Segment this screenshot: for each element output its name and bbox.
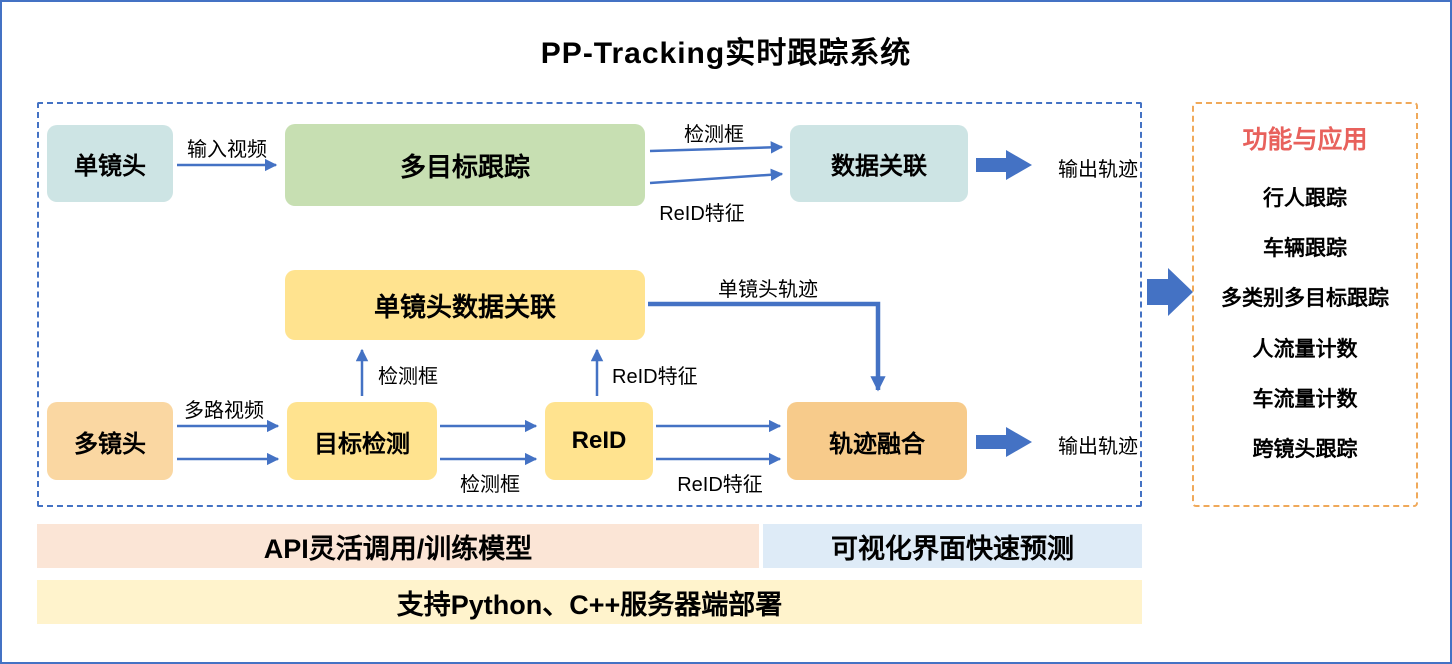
features-panel: 功能与应用 行人跟踪 车辆跟踪 多类别多目标跟踪 人流量计数 车流量计数 跨镜头… [1192, 102, 1418, 507]
label-single-camera-trajectory: 单镜头轨迹 [718, 279, 818, 301]
label-detection-box-vertical: 检测框 [378, 366, 438, 388]
label-multi-video: 多路视频 [184, 400, 264, 422]
node-data-association: 数据关联 [790, 125, 968, 202]
label-output-trajectory-bottom: 输出轨迹 [1058, 436, 1138, 458]
node-single-camera-data-association: 单镜头数据关联 [285, 270, 645, 340]
feature-item-vehicle-counting: 车流量计数 [1252, 387, 1358, 411]
feature-item-people-counting: 人流量计数 [1252, 337, 1358, 361]
label-reid-feature-top: ReID特征 [659, 203, 745, 225]
feature-item-cross-camera-tracking: 跨镜头跟踪 [1252, 437, 1358, 461]
page-title: PP-Tracking实时跟踪系统 [540, 37, 912, 70]
node-single-camera: 单镜头 [47, 125, 173, 202]
block-arrow-to-features [1147, 268, 1193, 316]
bar-deployment-support: 支持Python、C++服务器端部署 [37, 580, 1142, 624]
features-title: 功能与应用 [1242, 126, 1368, 154]
label-output-trajectory-top: 输出轨迹 [1058, 159, 1138, 181]
label-input-video: 输入视频 [187, 139, 267, 161]
bar-visualization-predict: 可视化界面快速预测 [763, 524, 1142, 568]
label-reid-feature-vertical: ReID特征 [612, 366, 698, 388]
pipeline-panel [37, 102, 1142, 507]
label-reid-feature-bottom: ReID特征 [677, 474, 763, 496]
feature-item-vehicle-tracking: 车辆跟踪 [1263, 237, 1347, 261]
node-multi-object-tracking: 多目标跟踪 [285, 124, 645, 206]
node-trajectory-fusion: 轨迹融合 [787, 402, 967, 480]
label-detection-box-top: 检测框 [684, 124, 744, 146]
node-multi-camera: 多镜头 [47, 402, 173, 480]
feature-item-pedestrian-tracking: 行人跟踪 [1263, 187, 1347, 211]
node-object-detection: 目标检测 [287, 402, 437, 480]
bar-api-training: API灵活调用/训练模型 [37, 524, 759, 568]
node-reid: ReID [545, 402, 653, 480]
features-list: 行人跟踪 车辆跟踪 多类别多目标跟踪 人流量计数 车流量计数 跨镜头跟踪 [1202, 162, 1408, 483]
feature-item-multiclass-mot: 多类别多目标跟踪 [1221, 287, 1389, 311]
label-detection-box-mid: 检测框 [460, 474, 520, 496]
